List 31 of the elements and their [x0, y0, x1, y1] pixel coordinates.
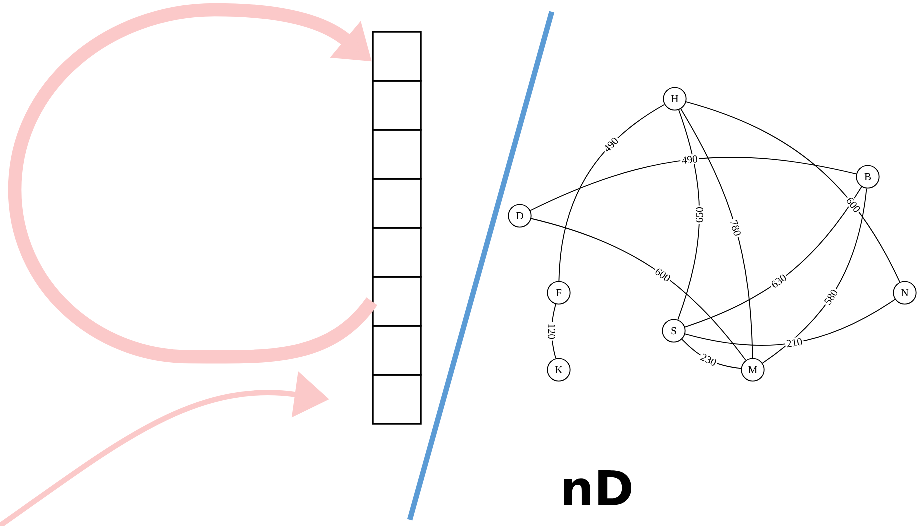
graph-edge: [531, 218, 746, 361]
graph-edge: [678, 110, 700, 320]
array-cell: [372, 80, 422, 131]
array-cell: [372, 227, 422, 278]
graph-edge: [682, 339, 742, 370]
graph-edge: [686, 102, 901, 283]
edge-label: 780: [730, 220, 741, 236]
graph-edge: [530, 157, 857, 212]
edge-label: 580: [824, 290, 838, 306]
array-cell: [372, 374, 422, 425]
array-cell: [372, 129, 422, 180]
edge-label: 490: [682, 156, 698, 164]
curved-arrow: [8, 3, 378, 364]
edge-label: 210: [786, 338, 802, 348]
graph-edge: [680, 108, 754, 359]
edge-label: 230: [700, 354, 716, 366]
edge-label: 120: [548, 324, 556, 340]
edge-label: 600: [656, 268, 670, 282]
edge-label: 490: [606, 138, 618, 152]
graph-edge: [558, 104, 666, 282]
edge-label: 650: [696, 208, 704, 223]
edge-label: 630: [772, 274, 786, 288]
array-cell: [372, 31, 422, 82]
array-cell: [372, 276, 422, 327]
graph-edge: [684, 299, 896, 346]
array-cell: [372, 325, 422, 376]
graph-edge: [684, 186, 862, 328]
graph-edge: [762, 188, 868, 364]
edge-label: 600: [847, 198, 860, 212]
array-cell: [372, 178, 422, 229]
dimension-label: nD: [564, 470, 632, 506]
